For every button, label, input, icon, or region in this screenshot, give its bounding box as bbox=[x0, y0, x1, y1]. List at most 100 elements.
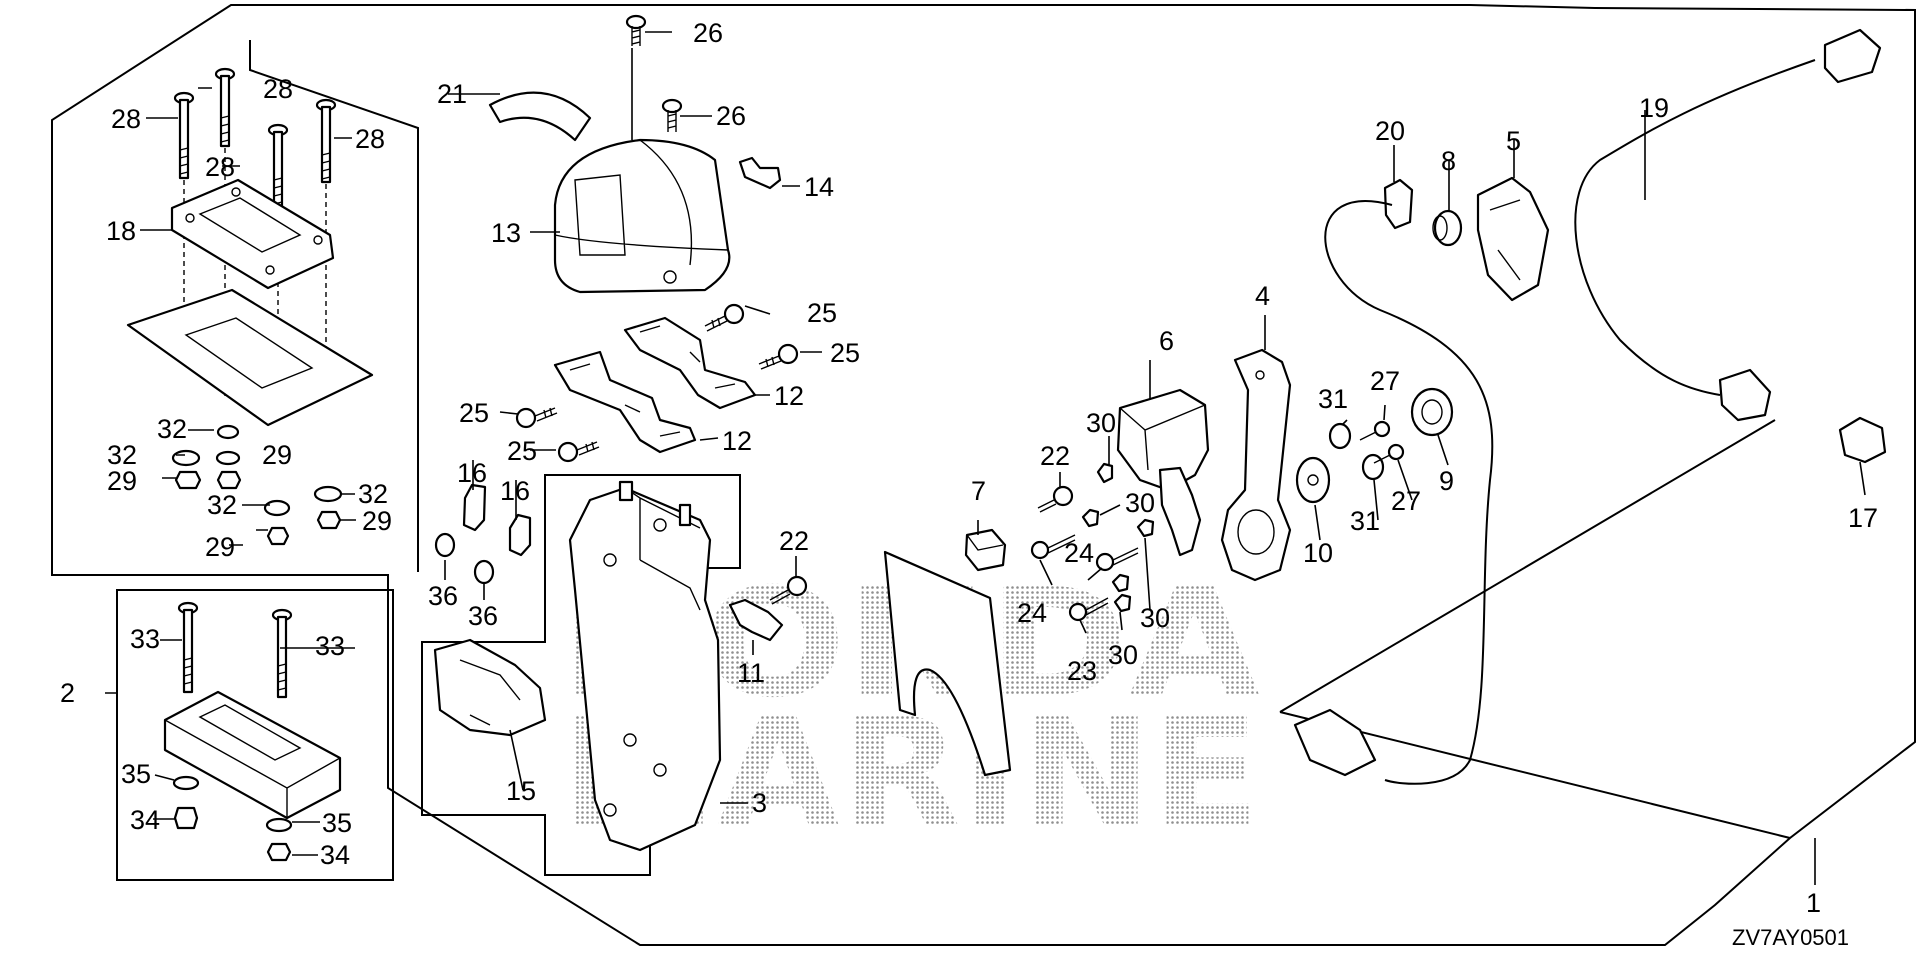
callout-35a: 35 bbox=[121, 759, 151, 789]
part-3-main-bracket bbox=[568, 480, 722, 852]
part-11-clamp bbox=[728, 598, 784, 642]
callout-7: 7 bbox=[971, 476, 986, 506]
part-2-block bbox=[163, 690, 342, 820]
harness-cable bbox=[1324, 200, 1494, 785]
subkit-outline-2 bbox=[116, 589, 394, 881]
callout-27a: 27 bbox=[1370, 366, 1400, 396]
callout-28a: 28 bbox=[111, 104, 141, 134]
callout-31a: 31 bbox=[1318, 384, 1348, 414]
callout-26b: 26 bbox=[716, 101, 746, 131]
callout-15: 15 bbox=[506, 776, 536, 806]
part-14-clip bbox=[738, 156, 782, 190]
callout-36b: 36 bbox=[468, 601, 498, 631]
part-21-cover bbox=[488, 91, 592, 142]
part-29-32-hardware bbox=[171, 424, 343, 546]
callout-12a: 12 bbox=[774, 381, 804, 411]
leader-lines bbox=[105, 31, 1866, 885]
callout-2: 2 bbox=[60, 678, 75, 708]
callout-16a: 16 bbox=[457, 458, 487, 488]
callout-14: 14 bbox=[804, 172, 834, 202]
part-9-bushing bbox=[1410, 387, 1454, 437]
assembly-outline-1 bbox=[51, 4, 1916, 946]
callout-34a: 34 bbox=[130, 805, 160, 835]
callout-31b: 31 bbox=[1350, 506, 1380, 536]
callout-35b: 35 bbox=[322, 808, 352, 838]
callout-29c: 29 bbox=[205, 532, 235, 562]
part-17-grommet bbox=[1838, 416, 1887, 464]
callout-13: 13 bbox=[491, 218, 521, 248]
callout-27b: 27 bbox=[1391, 486, 1421, 516]
callout-36a: 36 bbox=[428, 581, 458, 611]
callout-10: 10 bbox=[1303, 538, 1333, 568]
callout-32d: 32 bbox=[358, 479, 388, 509]
diagram-code: ZV7AY0501 bbox=[1732, 925, 1849, 950]
callout-20: 20 bbox=[1375, 116, 1405, 146]
callout-22a: 22 bbox=[779, 526, 809, 556]
callout-labels: 26 26 21 14 13 28 28 28 28 18 32 32 32 3… bbox=[60, 18, 1878, 918]
part-27-31-hardware bbox=[1328, 420, 1405, 481]
part-26-screw-b bbox=[661, 98, 683, 132]
part-19-cable bbox=[1574, 28, 1882, 422]
callout-25c: 25 bbox=[459, 398, 489, 428]
callout-32b: 32 bbox=[107, 440, 137, 470]
part-22-screws bbox=[769, 485, 1074, 605]
part-5-grip bbox=[1476, 176, 1550, 302]
part-15-plate bbox=[433, 638, 547, 737]
callout-18: 18 bbox=[106, 216, 136, 246]
part-13-housing bbox=[553, 138, 731, 294]
part-36-nuts bbox=[434, 532, 495, 585]
callout-9: 9 bbox=[1439, 466, 1454, 496]
callout-6: 6 bbox=[1159, 326, 1174, 356]
subkit-outline-18 bbox=[249, 40, 419, 572]
callout-3: 3 bbox=[752, 788, 767, 818]
part-7-cap bbox=[964, 528, 1007, 572]
part-34-35-hardware bbox=[172, 775, 293, 862]
part-26-screw-a bbox=[625, 14, 647, 46]
callout-29b: 29 bbox=[107, 466, 137, 496]
callout-1: 1 bbox=[1806, 888, 1821, 918]
callout-16b: 16 bbox=[500, 476, 530, 506]
callout-26a: 26 bbox=[693, 18, 723, 48]
callout-34b: 34 bbox=[320, 840, 350, 870]
part-18-frame bbox=[170, 178, 335, 290]
callout-25d: 25 bbox=[507, 436, 537, 466]
bracket-gasket bbox=[883, 550, 1012, 777]
part-4-lever bbox=[1220, 348, 1292, 582]
callout-32c: 32 bbox=[207, 490, 237, 520]
callout-12b: 12 bbox=[722, 426, 752, 456]
lever-hinge bbox=[1158, 466, 1202, 557]
callout-19: 19 bbox=[1639, 93, 1669, 123]
callout-24a: 24 bbox=[1017, 598, 1047, 628]
callout-30b: 30 bbox=[1125, 488, 1155, 518]
callout-28d: 28 bbox=[355, 124, 385, 154]
callout-28c: 28 bbox=[205, 152, 235, 182]
callout-33a: 33 bbox=[130, 624, 160, 654]
callout-25a: 25 bbox=[807, 298, 837, 328]
part-8-plug bbox=[1432, 209, 1463, 247]
part-25-screws bbox=[515, 303, 799, 463]
callout-30a: 30 bbox=[1086, 408, 1116, 438]
harness-connector bbox=[1293, 708, 1377, 777]
part-10-disc bbox=[1295, 456, 1331, 504]
gasket bbox=[126, 288, 374, 427]
part-23-24-30-hardware bbox=[1030, 462, 1155, 622]
part-33-bolts bbox=[177, 601, 293, 699]
callout-23: 23 bbox=[1067, 656, 1097, 686]
callout-33b: 33 bbox=[315, 631, 345, 661]
callout-21: 21 bbox=[437, 79, 467, 109]
part-20-switch bbox=[1383, 178, 1414, 230]
part-28-bolts bbox=[173, 67, 337, 400]
callout-25b: 25 bbox=[830, 338, 860, 368]
callout-30c: 30 bbox=[1140, 603, 1170, 633]
callout-29a: 29 bbox=[262, 440, 292, 470]
part-12-bracket-lower bbox=[553, 350, 697, 454]
callout-22b: 22 bbox=[1040, 441, 1070, 471]
callout-32a: 32 bbox=[157, 414, 187, 444]
callout-5: 5 bbox=[1506, 126, 1521, 156]
callout-24b: 24 bbox=[1064, 538, 1094, 568]
wiring-area-outline bbox=[1279, 419, 1791, 839]
part-6-cover bbox=[1116, 388, 1210, 492]
part-16-clips bbox=[462, 483, 532, 557]
callout-11: 11 bbox=[737, 658, 765, 688]
